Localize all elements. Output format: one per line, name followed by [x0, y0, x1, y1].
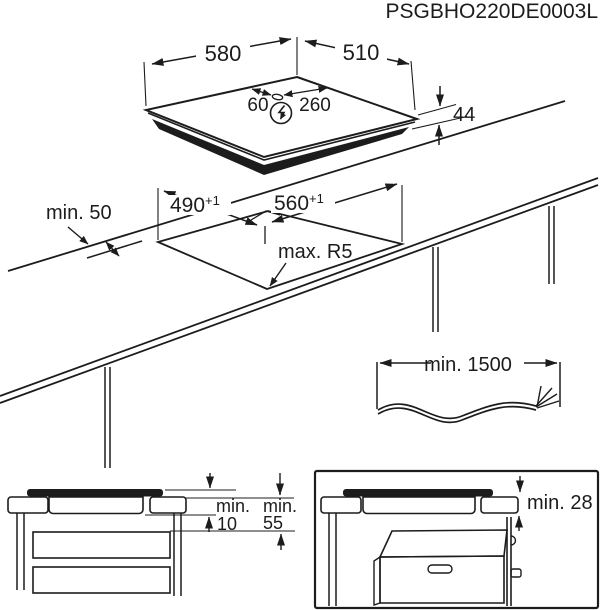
- dim-60-label: 60: [247, 95, 268, 116]
- dim-490-label-bg: [167, 195, 231, 215]
- mains-cable-figure: min. 1500: [376, 354, 561, 424]
- counter-front-edge-bottom: [0, 184, 599, 404]
- dim-44-ref-top: [417, 103, 457, 116]
- counter-leg-middle: [432, 247, 439, 332]
- cable-gland: [271, 93, 284, 101]
- cabinet-leg-right: [173, 513, 182, 596]
- min-50-leader-arrow: [67, 226, 89, 245]
- dim-510-label: 510: [343, 40, 380, 65]
- dim-580-extension-left: [143, 61, 147, 107]
- wall-bump: [510, 535, 517, 546]
- cabinet-leg-left: [328, 513, 337, 606]
- install-above-oven-figure: min. 28: [313, 469, 600, 610]
- min-28-label: min. 28: [527, 492, 593, 514]
- cabinet-leg-left: [16, 513, 25, 590]
- counter-front-edge-top: [0, 177, 599, 397]
- cable-length-label: min. 1500: [424, 354, 512, 376]
- hob-glass-edge: [147, 112, 416, 161]
- wall-knob: [510, 568, 522, 578]
- dim-44-label: 44: [453, 104, 475, 126]
- counter-left-block: [320, 496, 362, 514]
- drawer-upper: [32, 531, 171, 559]
- hob-glass-section: [343, 489, 493, 497]
- dim-44-ref-bottom: [411, 115, 468, 130]
- dim-580-label: 580: [205, 41, 242, 66]
- hob-body-section: [48, 496, 144, 515]
- min-50-gap-arrow: [105, 241, 120, 257]
- cable-icon: [377, 385, 560, 424]
- dim-260-line: [283, 85, 328, 98]
- max-r5-leader-arrow: [269, 262, 287, 287]
- dim-560-label: 560+1: [274, 191, 324, 215]
- counter-right-block: [480, 496, 519, 514]
- oven-handle: [427, 564, 453, 574]
- hob-body-band: [152, 119, 409, 175]
- counter-leg-right: [548, 206, 555, 284]
- max-r5-label: max. R5: [278, 241, 352, 263]
- dim-260-label: 260: [299, 95, 331, 116]
- hob-glass-section: [27, 489, 163, 497]
- oven-figure-border: [313, 469, 600, 610]
- hob-body-section: [362, 496, 476, 515]
- dim-510-extension-right: [410, 60, 416, 111]
- lightning-icon: [269, 101, 293, 125]
- worktop-cutout-view: min. 50 490+1 560+1 max. R5: [0, 177, 599, 468]
- document-code: PSGBHO220DE0003L: [386, 0, 598, 23]
- hob-isometric-view: 580 510 60 260 44: [7, 37, 566, 272]
- dim-60-line: [251, 88, 272, 96]
- min-50-label: min. 50: [46, 202, 112, 224]
- cabinet-right-wall: [506, 517, 522, 606]
- counter-leg-left: [104, 367, 111, 468]
- dim-510-label-bg: [335, 44, 387, 64]
- min-55-value: 55: [263, 513, 283, 533]
- oven-icon: [373, 529, 508, 606]
- counter-right-block: [149, 496, 187, 514]
- dim-560-label-bg: [271, 193, 335, 213]
- drawer-lower: [32, 566, 171, 594]
- install-above-drawer-figure: min. 10 min. 55: [7, 473, 297, 596]
- hob-glass-top: [142, 75, 421, 159]
- min-10-word: min.: [216, 496, 250, 516]
- min-55-word: min.: [263, 496, 297, 516]
- counter-left-block: [7, 496, 49, 514]
- dim-580-label-bg: [196, 43, 250, 64]
- dim-490-label: 490+1: [170, 193, 220, 217]
- min-10-value: 10: [217, 514, 237, 534]
